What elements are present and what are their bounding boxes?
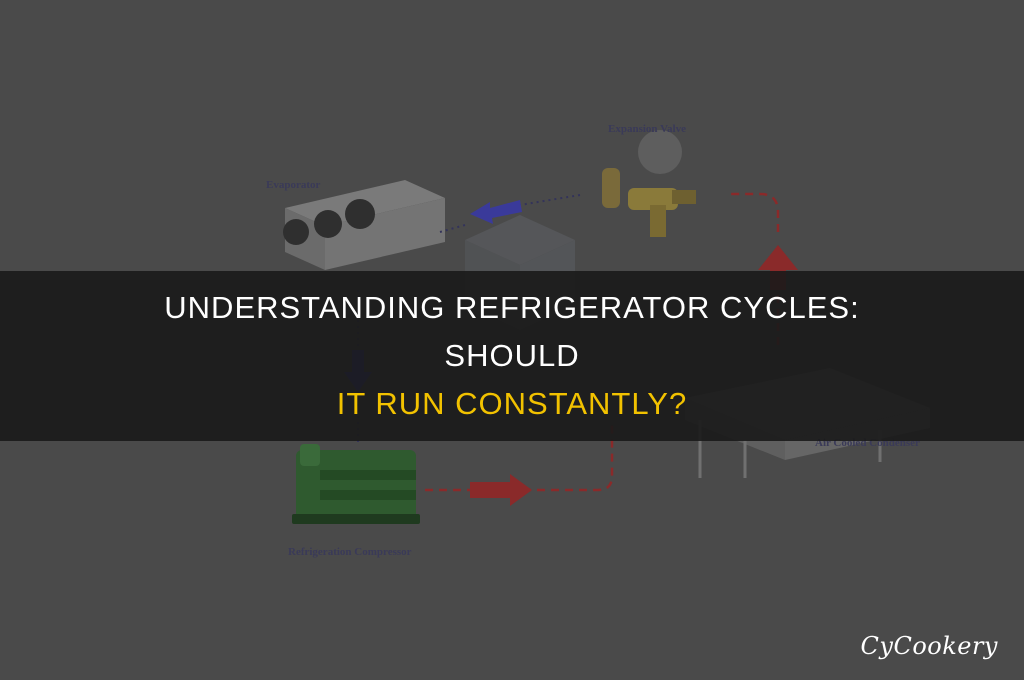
title-line-1: UNDERSTANDING REFRIGERATOR CYCLES: SHOUL… xyxy=(164,290,860,373)
compressor-label: Refrigeration Compressor xyxy=(288,546,412,558)
page-title: UNDERSTANDING REFRIGERATOR CYCLES: SHOUL… xyxy=(132,284,892,428)
expansion-valve-label: Expansion Valve xyxy=(608,123,686,135)
expansion-valve-icon xyxy=(602,130,696,237)
flow-arrow-compressor-to-condenser xyxy=(425,420,614,506)
brand-logo: CyCookery xyxy=(860,632,998,660)
evaporator-label: Evaporator xyxy=(266,179,321,191)
flow-arrow-valve-to-evaporator xyxy=(439,194,581,233)
compressor-icon xyxy=(292,444,420,524)
title-line-2: IT RUN CONSTANTLY? xyxy=(336,386,688,421)
evaporator-unit-icon xyxy=(283,180,445,270)
title-banner: UNDERSTANDING REFRIGERATOR CYCLES: SHOUL… xyxy=(0,271,1024,441)
